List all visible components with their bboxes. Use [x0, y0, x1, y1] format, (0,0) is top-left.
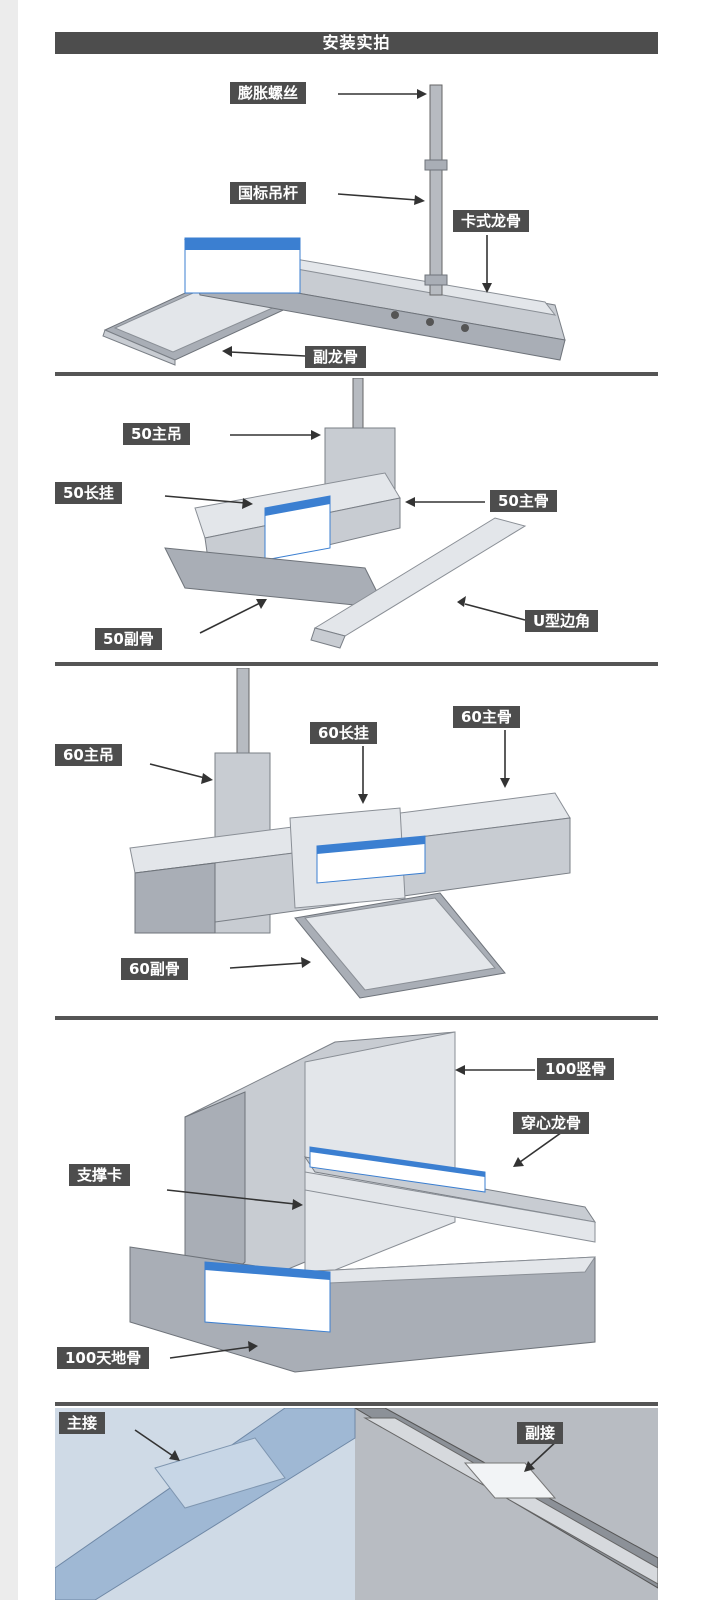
label-card-keel: 卡式龙骨: [453, 210, 530, 232]
label-through-keel: 穿心龙骨: [513, 1112, 590, 1134]
left-margin-strip: [0, 0, 18, 1600]
joints-photo: [55, 1408, 658, 1600]
label-60-main-hanger: 60主吊: [55, 744, 122, 766]
60-series-photo: [129, 668, 571, 999]
label-50-sub-keel: 50副骨: [95, 628, 162, 650]
label-50-main-keel: 50主骨: [490, 490, 557, 512]
label-expansion-bolt: 膨胀螺丝: [230, 82, 307, 104]
panel-joints: 主接 副接: [55, 1408, 658, 1600]
100-partition-photo: [129, 1031, 597, 1373]
panel-60-series: 60主吊 60长挂 60主骨 60副骨: [55, 668, 658, 1014]
label-100-stud: 100竖骨: [537, 1058, 615, 1080]
divider: [55, 1402, 658, 1406]
divider: [55, 372, 658, 376]
label-50-main-hanger: 50主吊: [123, 423, 190, 445]
label-u-corner: U型边角: [525, 610, 599, 632]
label-100-floor-ceiling-track: 100天地骨: [57, 1347, 150, 1369]
label-hanger-rod: 国标吊杆: [230, 182, 307, 204]
panel-100-partition: 100竖骨 穿心龙骨 支撑卡 100天地骨: [55, 1022, 658, 1400]
50-series-photo: [164, 378, 527, 649]
card-ceiling-photo: [102, 84, 566, 366]
label-sub-keel: 副龙骨: [305, 346, 367, 368]
section-title: 安装实拍: [55, 32, 658, 54]
panel-50-series: 50主吊 50长挂 50主骨 50副骨 U型边角: [55, 378, 658, 660]
label-sub-joint: 副接: [517, 1422, 564, 1444]
label-60-sub-keel: 60副骨: [121, 958, 188, 980]
label-support-clip: 支撑卡: [69, 1164, 131, 1186]
divider: [55, 662, 658, 666]
label-50-long-hanger: 50长挂: [55, 482, 122, 504]
panel-card-ceiling-install: 膨胀螺丝 国标吊杆 卡式龙骨 副龙骨: [55, 60, 658, 370]
label-60-long-hanger: 60长挂: [310, 722, 377, 744]
label-main-joint: 主接: [59, 1412, 106, 1434]
divider: [55, 1016, 658, 1020]
label-60-main-keel: 60主骨: [453, 706, 520, 728]
